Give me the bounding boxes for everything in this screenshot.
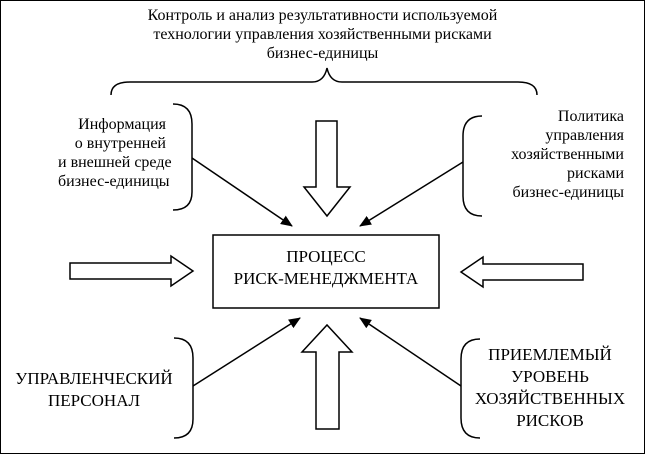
top-brace bbox=[110, 67, 538, 96]
arrow-policy-to-process bbox=[359, 161, 464, 227]
information-line-4: бизнес-единицы bbox=[58, 173, 170, 190]
control-analysis-line-2: технологии управления хозяйственными рис… bbox=[153, 26, 492, 43]
control-analysis-line-1: Контроль и анализ результативности испол… bbox=[147, 7, 498, 24]
acceptable-risk-line-1: ПРИЕМЛЕМЫЙ bbox=[488, 345, 612, 364]
right-block-arrow bbox=[459, 255, 584, 289]
acceptable-risk-line-3: ХОЗЯЙСТВЕННЫХ bbox=[474, 389, 626, 408]
policy-label: Политика управления хозяйственными риска… bbox=[474, 107, 624, 202]
information-line-1: Информация bbox=[78, 116, 166, 133]
policy-line-1: Политика bbox=[557, 108, 624, 125]
arrow-staff-to-process bbox=[192, 317, 301, 387]
policy-line-2: управления bbox=[545, 127, 624, 144]
policy-line-4: рисками bbox=[567, 165, 624, 182]
process-box bbox=[212, 234, 440, 309]
information-line-2: о внутренней bbox=[74, 135, 166, 152]
information-label: Информация о внутренней и внешней среде … bbox=[58, 115, 172, 191]
bottom-block-arrow bbox=[300, 323, 354, 430]
arrow-risk-level-to-process bbox=[359, 317, 462, 387]
process-line-2: РИСК-МЕНЕДЖМЕНТА bbox=[233, 269, 419, 288]
information-line-3: и внешней среде bbox=[58, 154, 172, 171]
left-block-arrow bbox=[69, 254, 195, 288]
policy-line-3: хозяйственными bbox=[511, 146, 624, 163]
policy-line-5: бизнес-единицы bbox=[512, 184, 624, 201]
right-bottom-bracket bbox=[460, 338, 481, 439]
right-top-bracket bbox=[462, 115, 483, 217]
control-analysis-line-3: бизнес-единицы bbox=[266, 45, 379, 62]
arrow-info-to-process bbox=[191, 157, 293, 227]
staff-label: УПРАВЛЕНЧЕСКИЙ ПЕРСОНАЛ bbox=[4, 368, 184, 412]
staff-line-2: ПЕРСОНАЛ bbox=[47, 391, 141, 410]
staff-line-1: УПРАВЛЕНЧЕСКИЙ bbox=[15, 369, 173, 388]
top-block-arrow bbox=[302, 120, 352, 218]
acceptable-risk-line-2: УРОВЕНЬ bbox=[511, 367, 589, 386]
process-box-label: ПРОЦЕСС РИСК-МЕНЕДЖМЕНТА bbox=[213, 246, 439, 290]
process-line-1: ПРОЦЕСС bbox=[286, 247, 366, 266]
left-top-bracket bbox=[172, 103, 193, 211]
control-analysis-label: Контроль и анализ результативности испол… bbox=[0, 6, 645, 63]
left-bottom-bracket bbox=[173, 337, 194, 439]
acceptable-risk-line-4: РИСКОВ bbox=[516, 411, 584, 430]
acceptable-risk-label: ПРИЕМЛЕМЫЙ УРОВЕНЬ ХОЗЯЙСТВЕННЫХ РИСКОВ bbox=[470, 344, 630, 432]
